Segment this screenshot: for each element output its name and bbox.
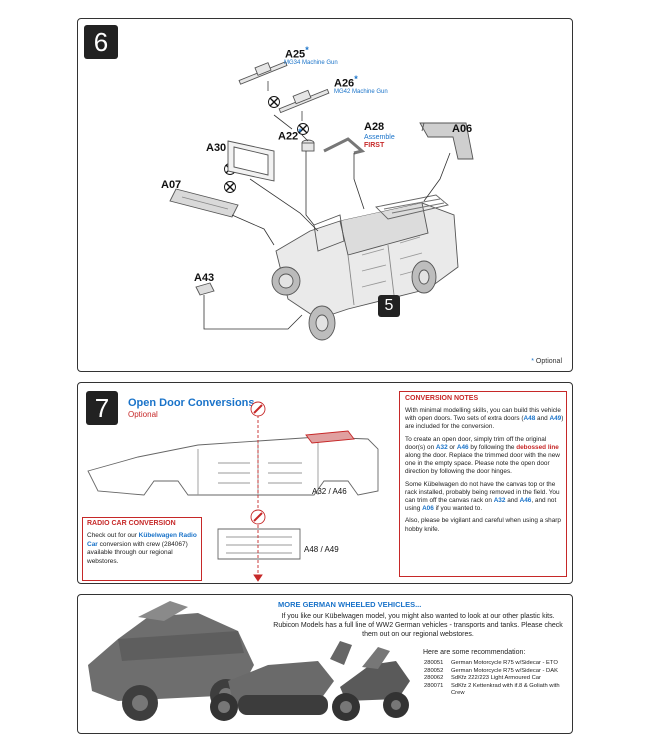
part-label-a07: A07 <box>161 179 182 191</box>
conversion-notes-title: CONVERSION NOTES <box>405 395 479 402</box>
door-label-a32-a46: A32 / A46 <box>312 487 347 496</box>
a43-part <box>195 282 215 296</box>
recommendation-title: Here are some recommendation: <box>423 649 526 656</box>
mg42-machine-gun-part <box>278 88 330 121</box>
kettenkrad-image <box>210 661 334 721</box>
part-label-a28: A28 <box>364 121 385 133</box>
step-7-panel: 7 Open Door Conversions Optional <box>77 382 573 584</box>
part-name-mg34: MG34 Machine Gun <box>284 60 338 66</box>
a28-rod-part <box>323 137 366 155</box>
more-vehicles-title: MORE GERMAN WHEELED VEHICLES... <box>278 600 422 609</box>
more-vehicles-panel: MORE GERMAN WHEELED VEHICLES... If you l… <box>77 594 573 734</box>
part-label-a22: A22* <box>278 127 302 143</box>
radio-car-text: Check out for our Kübelwagen Radio Car c… <box>87 532 197 565</box>
hobby-knife-icon <box>250 401 266 417</box>
assemble-first-note: Assemble FIRST <box>364 134 395 149</box>
conversion-notes-box: CONVERSION NOTES With minimal modelling … <box>399 391 567 577</box>
radio-car-title: RADIO CAR CONVERSION <box>87 520 176 527</box>
step-subtitle: Optional <box>128 410 158 419</box>
step-number-badge: 7 <box>86 391 118 425</box>
arrow-icon <box>253 574 263 582</box>
a22-part <box>301 139 315 152</box>
part-name-mg42: MG42 Machine Gun <box>334 89 388 95</box>
optional-legend: * Optional <box>531 358 562 365</box>
part-label-a43: A43 <box>194 272 215 284</box>
part-label-a25: A25* <box>285 45 309 61</box>
hobby-knife-icon <box>250 509 266 525</box>
motorcycle-sidecar-image <box>330 641 410 721</box>
door-conversion-illustration <box>87 401 379 582</box>
replacement-door <box>217 528 301 560</box>
no-glue-icon <box>224 181 236 193</box>
step-6-panel: 6 <box>77 18 573 372</box>
vehicles-photo <box>88 601 410 721</box>
no-glue-icon <box>268 96 280 108</box>
step-6-illustration <box>169 61 474 341</box>
more-vehicles-text: If you like our Kübelwagen model, you mi… <box>273 613 563 638</box>
a30-windshield-part <box>227 140 275 182</box>
vehicle-side-outline <box>87 436 379 496</box>
part-label-a30: A30 <box>206 142 227 154</box>
step-title: Open Door Conversions <box>128 397 255 409</box>
a06-canvas-top-part <box>419 122 474 160</box>
a07-part <box>169 188 239 218</box>
door-label-a48-a49: A48 / A49 <box>304 545 339 554</box>
kubelwagen-vehicle-body <box>271 194 459 341</box>
conversion-notes-text: With minimal modelling skills, you can b… <box>405 407 564 533</box>
mg34-machine-gun-part <box>238 61 288 91</box>
part-label-a26: A26* <box>334 74 358 90</box>
sub-step-badge: 5 <box>378 295 400 317</box>
no-glue-icon <box>297 123 309 135</box>
step-number-badge: 6 <box>84 25 118 59</box>
part-label-a06: A06 <box>452 123 473 135</box>
radio-car-callout: RADIO CAR CONVERSION Check out for our K… <box>82 517 202 581</box>
canvas-rack <box>305 430 355 444</box>
assembly-leader-lines <box>203 114 451 330</box>
